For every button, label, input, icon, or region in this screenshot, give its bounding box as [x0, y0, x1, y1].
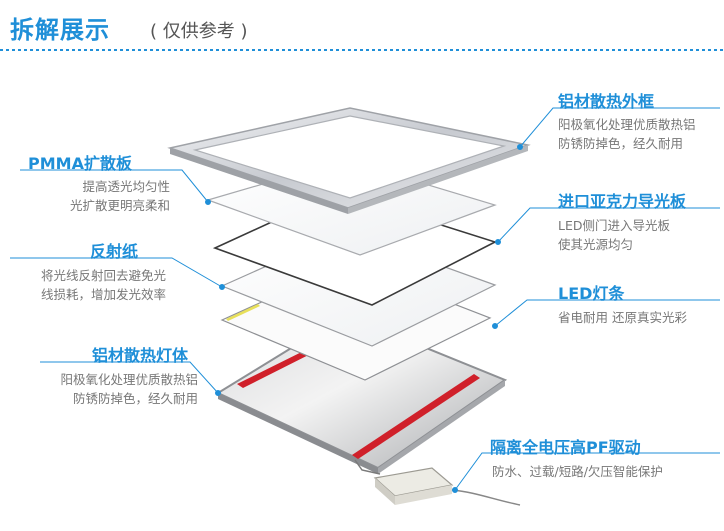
page-title: 拆解展示: [10, 16, 110, 44]
aluminum-frame-layer: [167, 107, 531, 214]
header: 拆解展示 ( 仅供参考 ): [0, 0, 724, 56]
header-divider: [0, 49, 724, 51]
callout-lgp-desc: LED侧门进入导光板 使其光源均匀: [558, 216, 670, 254]
callout-driver-title: 隔离全电压高PF驱动: [490, 438, 641, 457]
driver-box: [373, 467, 521, 506]
callout-driver: 隔离全电压高PF驱动: [490, 434, 641, 458]
callout-body-title: 铝材散热灯体: [92, 346, 189, 365]
callout-body-desc1: 阳极氧化处理优质散热铝: [60, 372, 198, 387]
callout-frame-desc: 阳极氧化处理优质散热铝 防锈防掉色，经久耐用: [558, 115, 696, 153]
callout-lgp: 进口亚克力导光板: [558, 188, 686, 212]
callout-reflector-title: 反射纸: [90, 242, 139, 261]
callout-pmma-desc2: 光扩散更明亮柔和: [69, 198, 170, 213]
callout-reflector-desc: 将光线反射回去避免光 线损耗，增加发光效率: [6, 266, 166, 304]
callout-lgp-title: 进口亚克力导光板: [558, 192, 687, 211]
callout-frame-title: 铝材散热外框: [558, 92, 655, 111]
callout-driver-desc1: 防水、过载/短路/欠压智能保护: [492, 464, 663, 479]
page-subtitle: ( 仅供参考 ): [150, 21, 248, 42]
leader-lines: [10, 107, 720, 493]
callout-reflector-desc2: 线损耗，增加发光效率: [40, 287, 166, 302]
callout-pmma: PMMA扩散板: [28, 150, 132, 174]
callout-frame-desc1: 阳极氧化处理优质散热铝: [558, 117, 696, 132]
callout-lgp-desc1: LED侧门进入导光板: [558, 218, 670, 233]
callout-body: 铝材散热灯体: [92, 342, 188, 366]
callout-pmma-title: PMMA扩散板: [28, 154, 132, 173]
callout-led-desc1: 省电耐用 还原真实光彩: [558, 310, 687, 325]
callout-frame: 铝材散热外框: [558, 88, 654, 112]
callout-reflector-desc1: 将光线反射回去避免光: [40, 268, 166, 283]
callout-lgp-desc2: 使其光源均匀: [558, 237, 634, 252]
red-strip-right: [352, 374, 480, 459]
callout-pmma-desc1: 提高透光均匀性: [82, 179, 170, 194]
aluminum-body-layer: [215, 313, 508, 475]
callout-led-title: LED灯条: [558, 284, 625, 303]
callout-reflector: 反射纸: [90, 238, 138, 262]
callout-body-desc2: 防锈防掉色，经久耐用: [72, 391, 198, 406]
callout-frame-desc2: 防锈防掉色，经久耐用: [558, 136, 684, 151]
callout-driver-desc: 防水、过载/短路/欠压智能保护: [492, 462, 663, 481]
callout-led: LED灯条: [558, 280, 624, 304]
callout-pmma-desc: 提高透光均匀性 光扩散更明亮柔和: [50, 177, 170, 215]
callout-body-desc: 阳极氧化处理优质散热铝 防锈防掉色，经久耐用: [38, 370, 198, 408]
callout-led-desc: 省电耐用 还原真实光彩: [558, 308, 687, 327]
